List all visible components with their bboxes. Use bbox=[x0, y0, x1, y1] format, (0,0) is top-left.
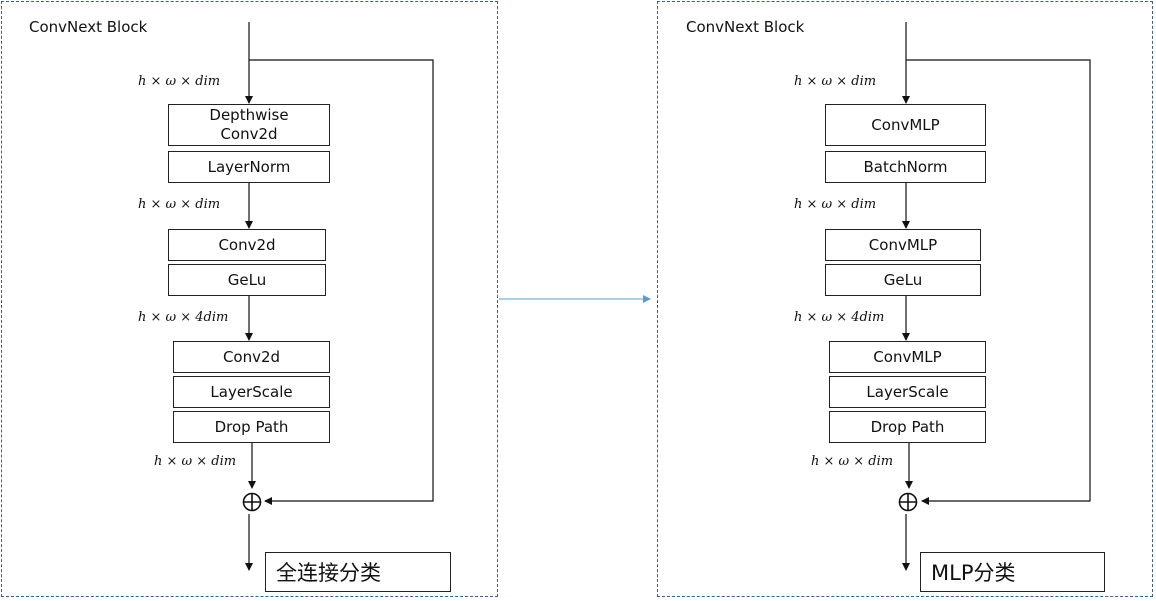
right-output-label: MLP分类 bbox=[920, 552, 1105, 592]
right-layerscale-box: LayerScale bbox=[829, 376, 986, 408]
left-add-symbol bbox=[242, 492, 262, 512]
left-depthwise-conv2d-box: Depthwise Conv2d bbox=[168, 104, 330, 146]
left-skip-connection bbox=[249, 59, 434, 505]
left-conv2d-box-2: Conv2d bbox=[173, 341, 330, 373]
left-layernorm-box: LayerNorm bbox=[168, 151, 330, 183]
right-skip-connection bbox=[906, 59, 1091, 505]
left-conv2d-box-1: Conv2d bbox=[168, 229, 326, 261]
right-add-symbol bbox=[898, 492, 918, 512]
right-batchnorm-box: BatchNorm bbox=[825, 151, 986, 183]
left-gelu-box: GeLu bbox=[168, 264, 326, 296]
left-output-label: 全连接分类 bbox=[265, 552, 451, 592]
left-panel-title: ConvNext Block bbox=[29, 18, 148, 36]
left-convnext-panel bbox=[1, 1, 498, 597]
right-gelu-box: GeLu bbox=[825, 264, 981, 296]
right-droppath-box: Drop Path bbox=[829, 411, 986, 443]
right-convnext-panel bbox=[657, 1, 1153, 597]
left-dim-label-3: h × ω × 4dim bbox=[138, 310, 229, 325]
right-dim-label-2: h × ω × dim bbox=[794, 197, 877, 212]
right-convmlp-box-2: ConvMLP bbox=[825, 229, 981, 261]
right-convmlp-box-3: ConvMLP bbox=[829, 341, 986, 373]
left-layerscale-box: LayerScale bbox=[173, 376, 330, 408]
right-dim-label-3: h × ω × 4dim bbox=[794, 310, 885, 325]
left-dim-label-2: h × ω × dim bbox=[138, 197, 221, 212]
left-dim-label-1: h × ω × dim bbox=[138, 74, 221, 89]
right-dim-label-1: h × ω × dim bbox=[794, 74, 877, 89]
left-dim-label-4: h × ω × dim bbox=[154, 454, 237, 469]
right-panel-title: ConvNext Block bbox=[686, 18, 805, 36]
right-dim-label-4: h × ω × dim bbox=[811, 454, 894, 469]
left-droppath-box: Drop Path bbox=[173, 411, 330, 443]
right-convmlp-box-1: ConvMLP bbox=[825, 104, 986, 146]
